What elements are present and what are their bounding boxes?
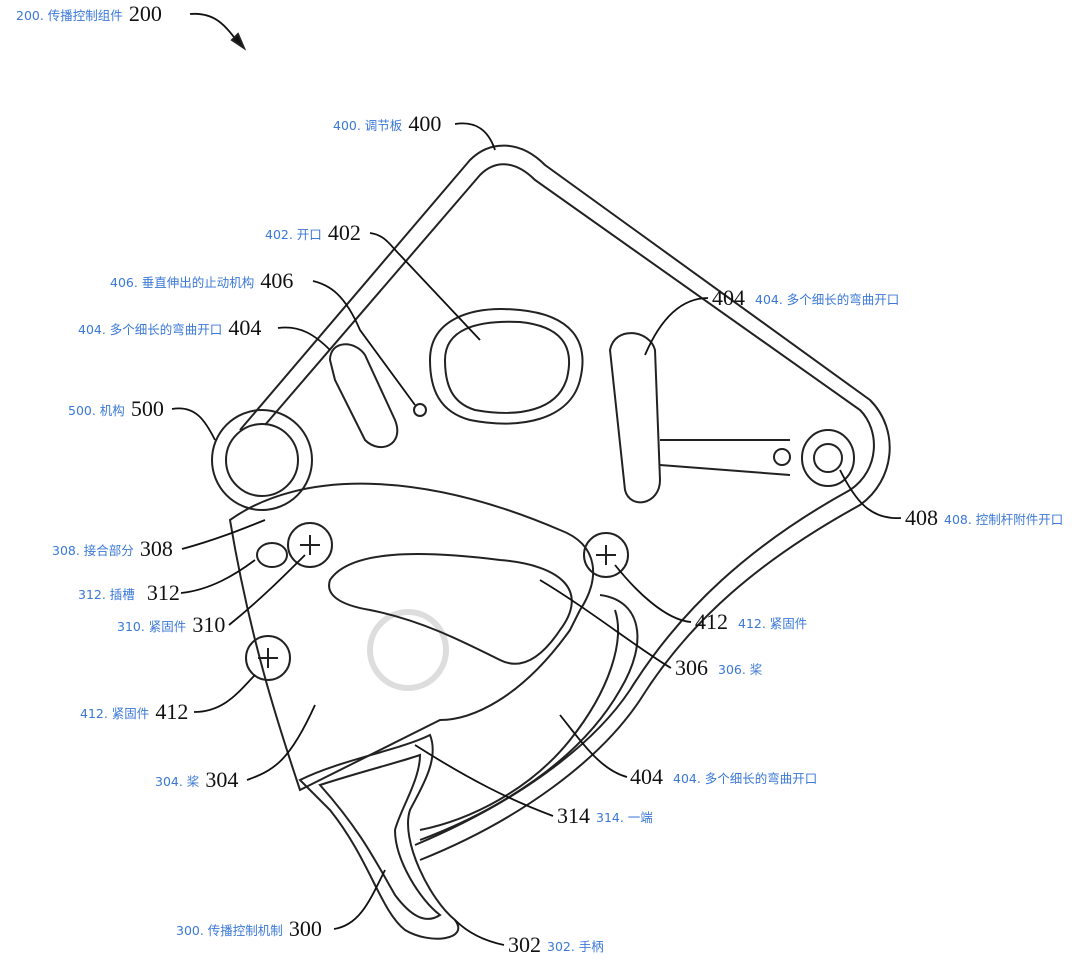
paddle-306	[328, 553, 573, 665]
paddle-304	[228, 482, 594, 792]
label-412-left: 412. 紧固件 412	[80, 699, 188, 725]
adjustment-plate-inner	[264, 163, 875, 846]
label-num: 306	[675, 655, 708, 680]
label-cn: 308. 接合部分	[52, 542, 134, 558]
fastener-412-right	[583, 532, 629, 578]
label-num: 400	[408, 111, 442, 136]
lever-pin	[773, 448, 791, 466]
opening-402	[428, 308, 584, 425]
label-306: 306 306. 桨	[675, 655, 762, 681]
lever-attachment-opening	[801, 429, 855, 487]
stop-406	[413, 403, 427, 417]
curved-slot-right	[608, 332, 662, 504]
arrow-head	[230, 32, 247, 51]
mechanism-500	[211, 409, 313, 511]
leader-lines	[171, 122, 902, 946]
label-314: 314 314. 一端	[557, 803, 653, 829]
outer-arc-1	[419, 594, 639, 841]
label-num: 500	[130, 396, 164, 421]
label-cn: 200. 传播控制组件	[16, 7, 123, 23]
label-cn: 408. 控制杆附件开口	[944, 511, 1064, 527]
label-404-left: 404. 多个细长的弯曲开口 404	[78, 315, 261, 341]
adjustment-plate-outline	[239, 144, 891, 861]
label-308: 308. 接合部分 308	[52, 536, 173, 562]
label-num: 312	[146, 580, 180, 605]
label-cn: 310. 紧固件	[117, 618, 187, 634]
fastener-412-left	[245, 635, 291, 681]
label-num: 404	[228, 315, 262, 340]
label-cn: 406. 垂直伸出的止动机构	[110, 274, 255, 290]
label-cn: 304. 桨	[155, 773, 200, 789]
label-304: 304. 桨 304	[155, 767, 238, 793]
slot-312	[256, 542, 288, 568]
label-500: 500. 机构 500	[68, 396, 164, 422]
label-num: 302	[508, 932, 541, 957]
label-num: 412	[155, 699, 189, 724]
label-cn: 314. 一端	[596, 809, 653, 825]
label-cn: 300. 传播控制机制	[176, 922, 283, 938]
lever-attachment-inner	[813, 443, 843, 473]
label-cn: 412. 紧固件	[738, 615, 808, 631]
label-num: 412	[695, 609, 728, 634]
label-cn: 312. 插槽	[78, 586, 135, 602]
label-404-top-right: 404 404. 多个细长的弯曲开口	[712, 285, 899, 311]
label-312: 312. 插槽 312	[78, 580, 180, 606]
outer-arc-2	[419, 609, 619, 831]
label-402: 402. 开口 402	[265, 220, 361, 246]
label-num: 310	[192, 612, 226, 637]
label-cn: 404. 多个细长的弯曲开口	[78, 321, 223, 337]
label-cn: 400. 调节板	[333, 117, 403, 133]
curved-slot-left	[328, 343, 399, 449]
label-num: 404	[630, 764, 663, 789]
label-310: 310. 紧固件 310	[117, 612, 225, 638]
label-num: 406	[260, 268, 294, 293]
lever-arm	[659, 439, 791, 476]
label-cn: 402. 开口	[265, 226, 322, 242]
label-num: 304	[205, 767, 239, 792]
label-408: 408 408. 控制杆附件开口	[905, 505, 1063, 531]
label-302: 302 302. 手柄	[508, 932, 604, 958]
opening-402-inner	[443, 320, 571, 414]
label-cn: 500. 机构	[68, 402, 125, 418]
label-406: 406. 垂直伸出的止动机构 406	[110, 268, 293, 294]
label-412-right: 412 412. 紧固件	[695, 609, 807, 635]
fastener-310	[287, 522, 333, 568]
label-cn: 412. 紧固件	[80, 705, 150, 721]
label-num: 200	[128, 1, 162, 26]
mechanism-500-inner	[225, 423, 299, 497]
label-cn: 306. 桨	[718, 661, 763, 677]
label-200: 200. 传播控制组件 200	[16, 1, 162, 27]
label-num: 408	[905, 505, 938, 530]
label-num: 314	[557, 803, 590, 828]
label-404-bottom: 404 404. 多个细长的弯曲开口	[630, 764, 817, 790]
label-cn: 404. 多个细长的弯曲开口	[755, 291, 900, 307]
label-num: 308	[139, 536, 173, 561]
label-cn: 302. 手柄	[547, 938, 604, 954]
label-num: 300	[288, 916, 322, 941]
label-300: 300. 传播控制机制 300	[176, 916, 322, 942]
label-num: 404	[712, 285, 745, 310]
label-400: 400. 调节板 400	[333, 111, 441, 137]
watermark-logo	[367, 609, 449, 691]
handle-302-inner	[318, 753, 442, 920]
handle-302	[298, 733, 459, 940]
label-num: 402	[327, 220, 361, 245]
label-cn: 404. 多个细长的弯曲开口	[673, 770, 818, 786]
